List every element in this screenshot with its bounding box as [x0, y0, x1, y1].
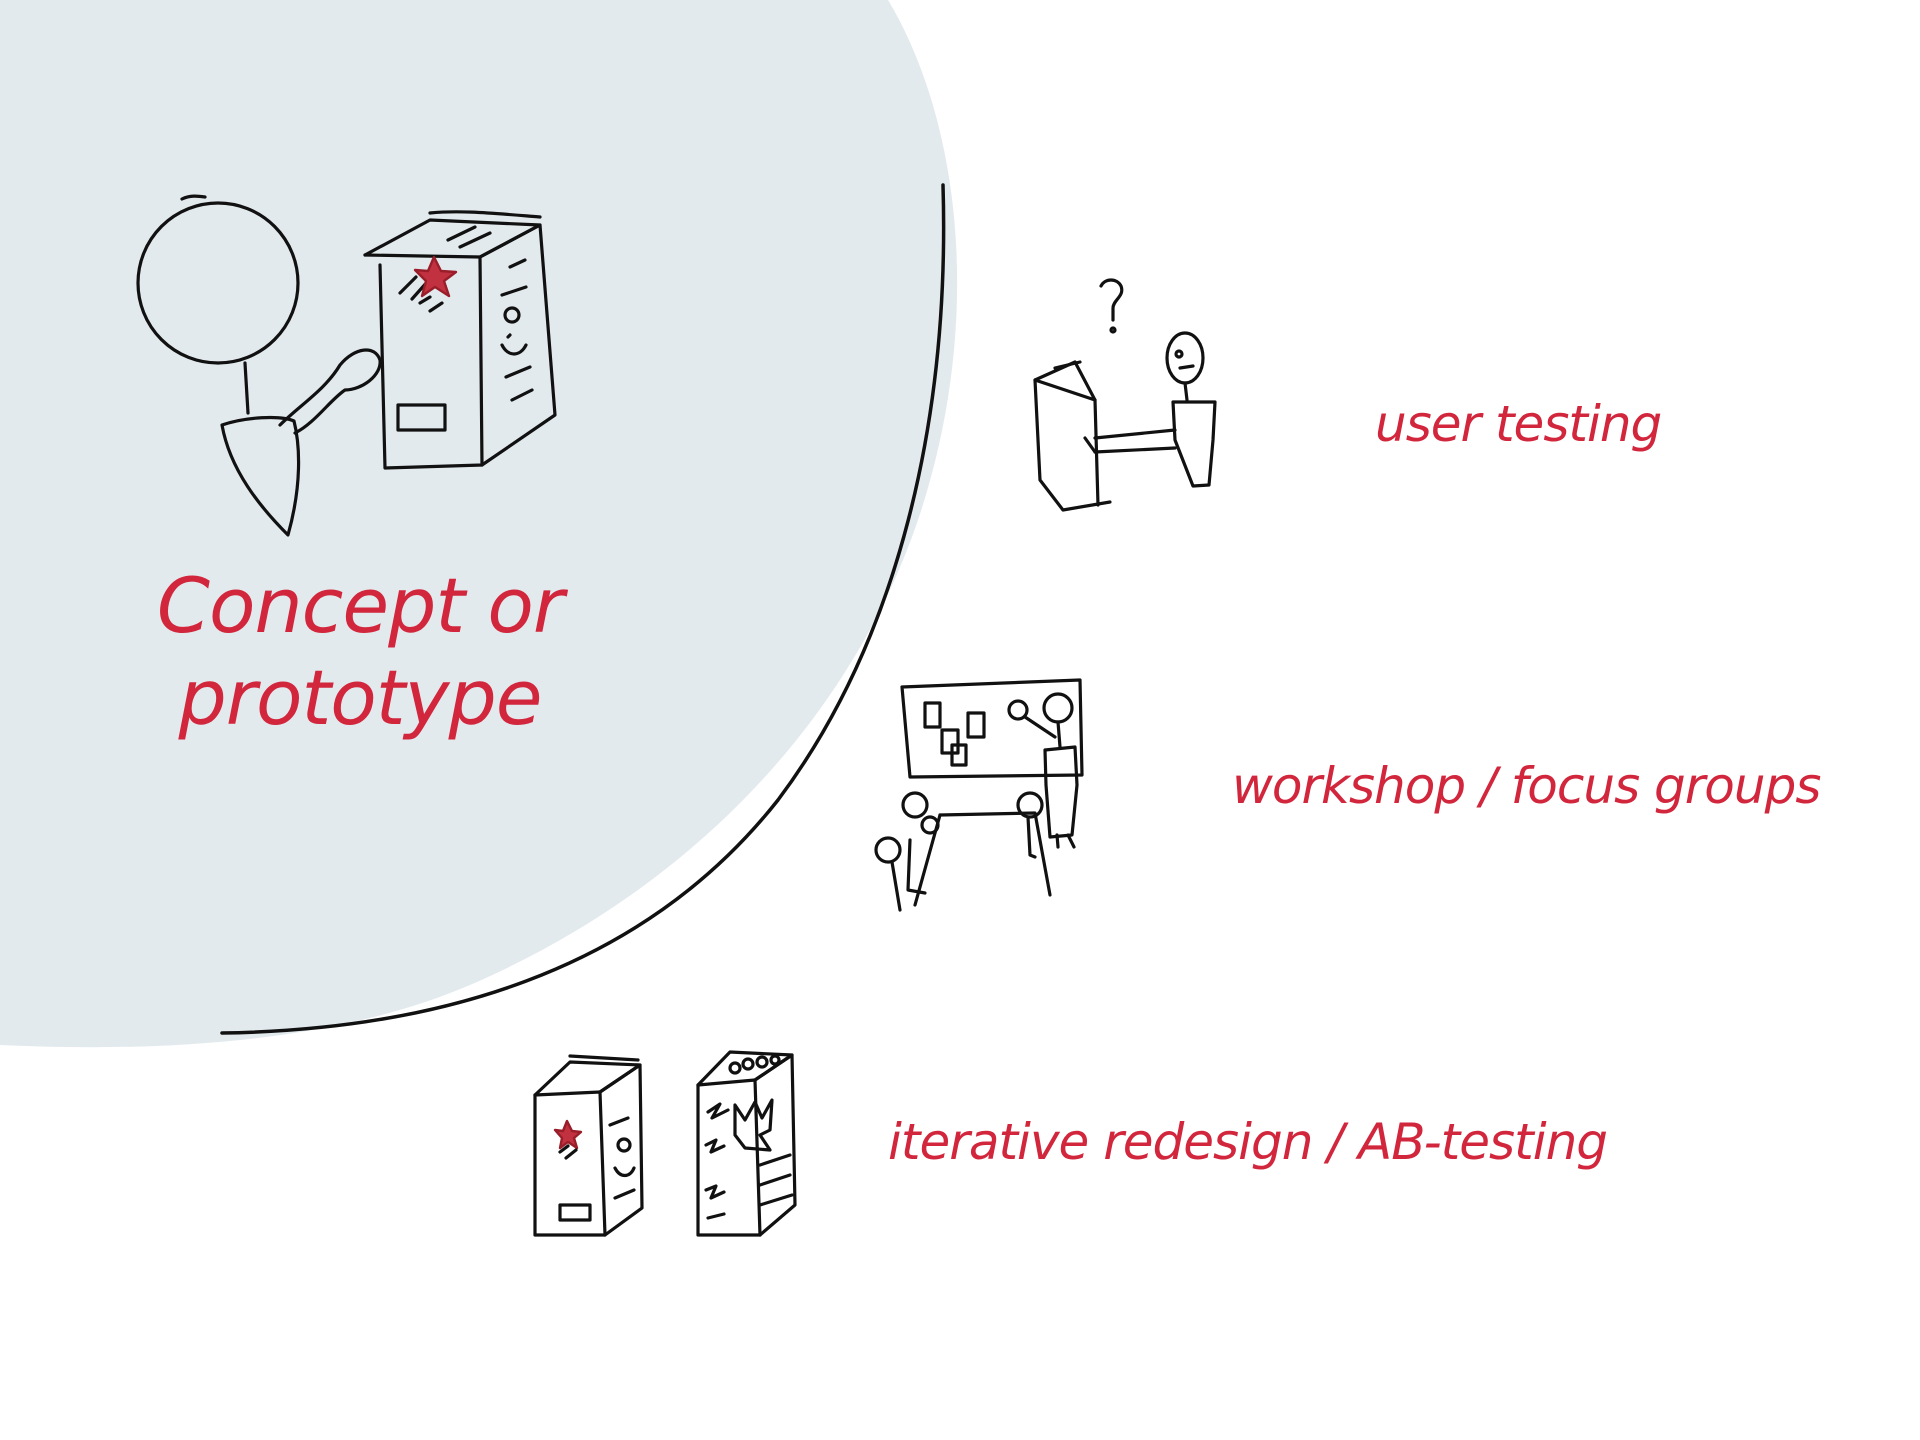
method-label-workshop-focus-groups: workshop / focus groups — [1232, 757, 1821, 815]
concept-title-line-1: Concept or — [156, 561, 564, 650]
prototype-version-b — [696, 1050, 797, 1237]
workshop-group-icon — [874, 678, 1084, 912]
prototype-version-a — [533, 1054, 644, 1237]
person-testing-prototype-icon — [1033, 278, 1217, 512]
boundary-curve — [220, 183, 946, 1035]
method-label-iterative-redesign: iterative redesign / AB-testing — [888, 1113, 1608, 1171]
method-label-user-testing: user testing — [1375, 395, 1662, 453]
concept-title: Concept or prototype — [150, 560, 570, 744]
person-with-machine-icon — [136, 194, 557, 537]
concept-title-line-2: prototype — [178, 653, 542, 742]
two-prototype-versions-icon — [533, 1050, 797, 1237]
